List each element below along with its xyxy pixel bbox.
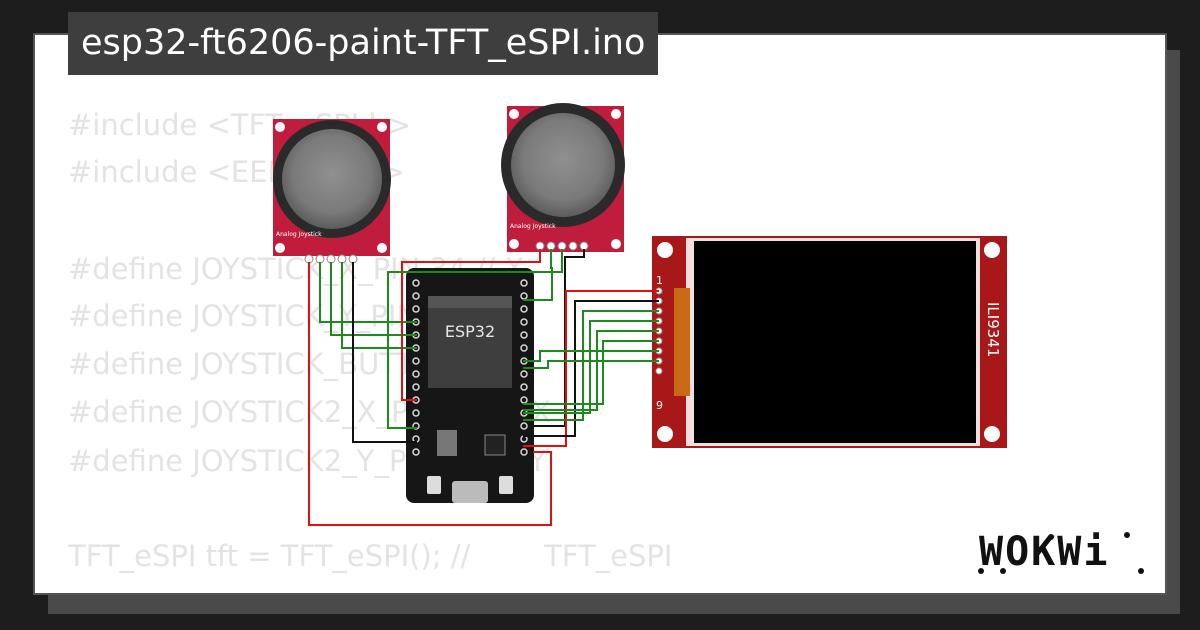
- wokwi-logo[interactable]: WOKWi: [975, 527, 1150, 579]
- joystick-label: Analog Joystick: [510, 223, 556, 230]
- joystick-2[interactable]: Analog Joystick: [501, 103, 625, 252]
- esp32-label: ESP32: [445, 322, 495, 341]
- joystick-1[interactable]: Analog Joystick: [273, 119, 391, 264]
- ili9341-display[interactable]: 1 9 ILI9341: [652, 236, 1007, 448]
- wires: [308, 249, 659, 526]
- code-line: TFT_eSPI tft = TFT_eSPI(); // TFT_eSPI: [68, 539, 673, 573]
- code-line: #define JOYSTICK2_Y_PIN Y: [68, 444, 547, 478]
- brand-text: WOKWi: [979, 529, 1109, 575]
- display-pin-first: 1: [656, 274, 663, 287]
- code-line: #define JOYSTICK_Y_PIN: [68, 299, 419, 333]
- project-title[interactable]: esp32-ft6206-paint-TFT_eSPI.ino: [68, 12, 659, 75]
- display-label: ILI9341: [984, 302, 1002, 357]
- joystick-label: Analog Joystick: [276, 231, 322, 238]
- display-pin-last: 9: [656, 399, 663, 412]
- esp32-board[interactable]: ESP32: [406, 268, 534, 503]
